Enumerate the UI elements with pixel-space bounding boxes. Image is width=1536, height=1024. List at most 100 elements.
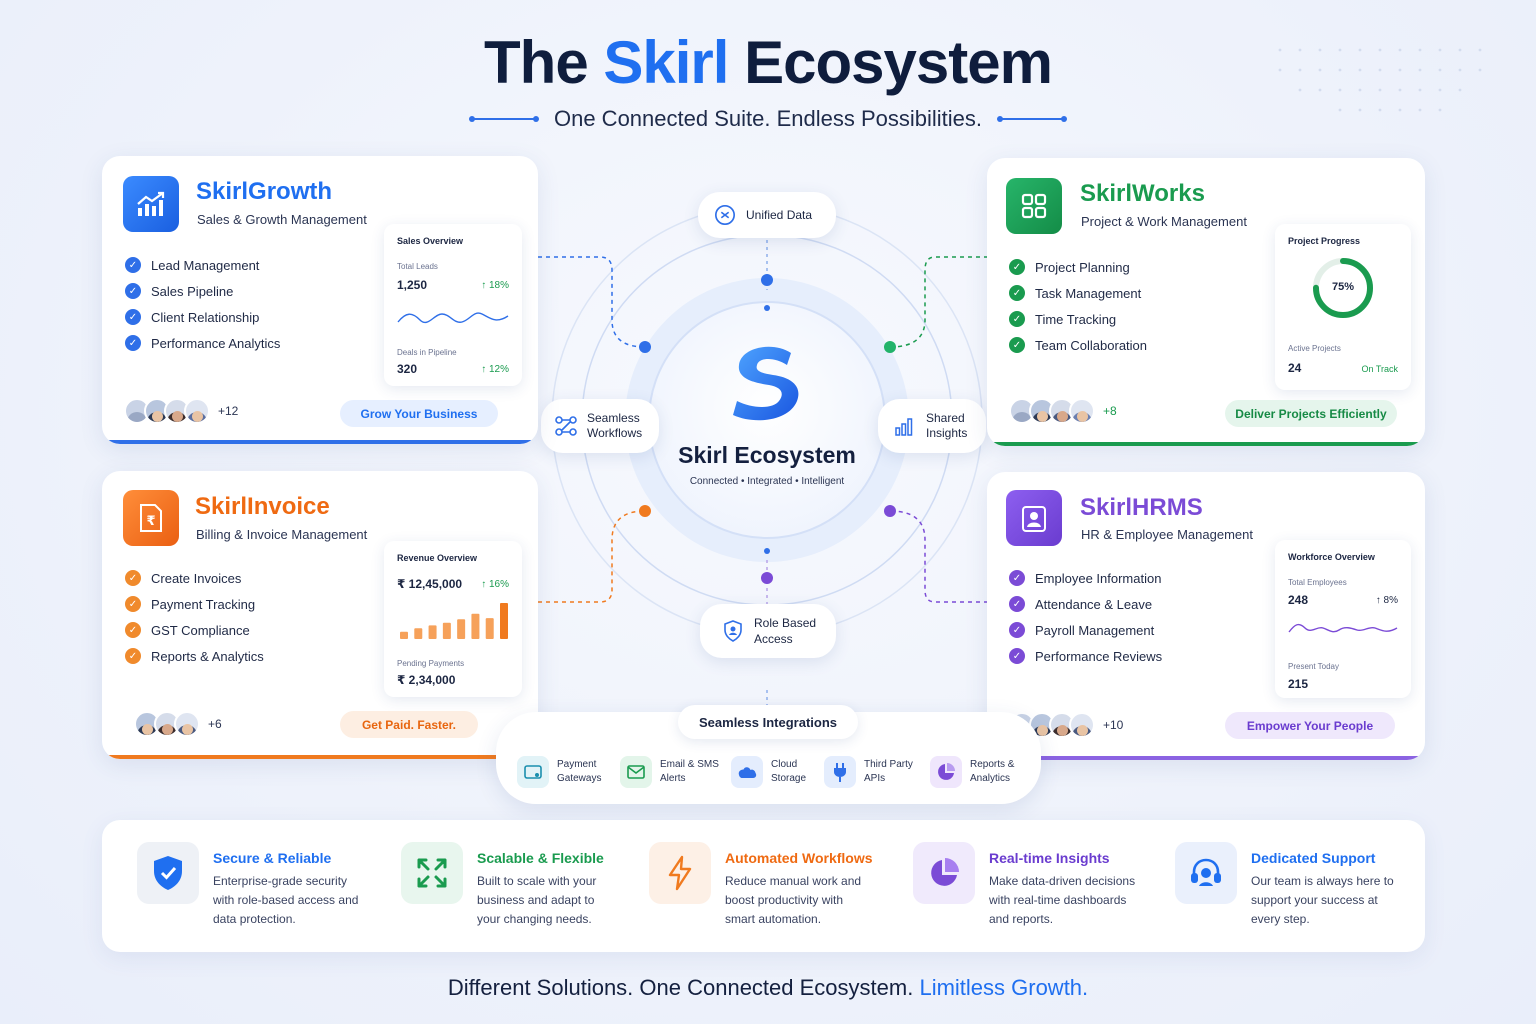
hub-title: Skirl Ecosystem <box>678 442 856 468</box>
card-title: SkirlWorks <box>1080 180 1205 207</box>
check-icon: ✓ <box>125 648 141 664</box>
team-avatars: +6 <box>134 711 222 737</box>
grid-apps-icon <box>1006 178 1062 234</box>
workforce-sparkline <box>1288 623 1398 633</box>
revenue-bar <box>400 631 408 639</box>
footer-tagline: Different Solutions. One Connected Ecosy… <box>447 975 1089 1000</box>
check-icon: ✓ <box>1009 570 1025 586</box>
list-item: ✓Project Planning <box>1009 254 1147 280</box>
unified-data-icon <box>712 202 738 228</box>
skirl-s-logo <box>733 346 799 421</box>
workforce-overview-widget: Workforce Overview Total Employees 248 ↑… <box>1275 540 1411 698</box>
card-title: SkirlInvoice <box>195 493 330 520</box>
card-title: SkirlGrowth <box>196 178 333 205</box>
employee-badge-icon <box>1006 490 1062 546</box>
pie-chart-icon <box>930 756 962 788</box>
sales-overview-widget: Sales Overview Total Leads 1,250 ↑ 18% D… <box>384 224 522 386</box>
svg-text:₹: ₹ <box>146 514 155 529</box>
check-icon: ✓ <box>125 622 141 638</box>
cta-empower-your-people[interactable]: Empower Your People <box>1225 712 1395 739</box>
hub-tagline: Connected • Integrated • Intelligent <box>689 476 845 487</box>
check-icon: ✓ <box>125 309 141 325</box>
card-subtitle: Billing & Invoice Management <box>196 527 368 542</box>
benefit-desc: Our team is always here to support your … <box>1251 874 1394 926</box>
subtitle-line-left <box>468 116 539 122</box>
card-skirlinvoice[interactable]: ₹ SkirlInvoice Billing & Invoice Managem… <box>102 471 538 759</box>
list-item: ✓Create Invoices <box>125 565 264 591</box>
card-subtitle: HR & Employee Management <box>1081 527 1253 542</box>
hub-circle <box>648 301 886 539</box>
list-item: ✓Employee Information <box>1009 565 1162 591</box>
revenue-bar <box>500 603 508 639</box>
list-item: ✓Client Relationship <box>125 304 280 330</box>
avatar <box>174 711 200 737</box>
payment-icon <box>517 756 549 788</box>
plug-icon <box>824 756 856 788</box>
list-item: ✓Performance Reviews <box>1009 643 1162 669</box>
feature-list: ✓Employee Information ✓Attendance & Leav… <box>1009 565 1162 669</box>
card-skirlgrowth[interactable]: SkirlGrowth Sales & Growth Management ✓L… <box>102 156 538 444</box>
node-unified-data[interactable]: Unified Data <box>698 192 836 238</box>
revenue-bar <box>457 619 466 639</box>
list-item: ✓Performance Analytics <box>125 330 280 356</box>
list-item: ✓Sales Pipeline <box>125 278 280 304</box>
feature-list: ✓Lead Management ✓Sales Pipeline ✓Client… <box>125 252 280 356</box>
page-subtitle: One Connected Suite. Endless Possibiliti… <box>553 106 982 131</box>
team-avatars: +8 <box>1009 398 1117 424</box>
list-item: ✓Time Tracking <box>1009 306 1147 332</box>
sales-sparkline <box>397 312 509 324</box>
revenue-bar-chart <box>400 603 508 639</box>
project-progress-widget: Project Progress 75% Active Projects 24 … <box>1275 224 1411 390</box>
page-title: The Skirl Ecosystem <box>484 29 1053 96</box>
integrations-title: Seamless Integrations <box>678 705 858 739</box>
mail-icon <box>620 756 652 788</box>
card-subtitle: Project & Work Management <box>1081 214 1247 229</box>
subtitle-line-right <box>997 116 1067 122</box>
list-item: ✓Task Management <box>1009 280 1147 306</box>
card-skirlhrms[interactable]: SkirlHRMS HR & Employee Management ✓Empl… <box>987 472 1425 760</box>
check-icon: ✓ <box>1009 337 1025 353</box>
benefit-title: Secure & Reliable <box>213 850 332 866</box>
connector-invoice <box>538 510 646 603</box>
list-item: ✓Payroll Management <box>1009 617 1162 643</box>
integration-reports-analytics[interactable]: Reports &Analytics <box>930 756 1014 788</box>
list-item: ✓GST Compliance <box>125 617 264 643</box>
benefit-desc: Make data-driven decisions with real-tim… <box>989 874 1136 926</box>
check-icon: ✓ <box>1009 285 1025 301</box>
avatar <box>1069 712 1095 738</box>
pie-chart-icon <box>913 842 975 904</box>
team-avatars: +12 <box>124 398 238 424</box>
revenue-bar <box>428 625 437 639</box>
list-item: ✓Reports & Analytics <box>125 643 264 669</box>
avatar <box>1069 398 1095 424</box>
cloud-icon <box>731 756 763 788</box>
feature-list: ✓Project Planning ✓Task Management ✓Time… <box>1009 254 1147 358</box>
connector-growth <box>538 256 646 348</box>
cta-grow-your-business[interactable]: Grow Your Business <box>340 400 498 427</box>
revenue-bar <box>414 628 423 639</box>
benefit-desc: Enterprise-grade security with role-base… <box>213 874 359 926</box>
check-icon: ✓ <box>125 596 141 612</box>
card-skirlworks[interactable]: SkirlWorks Project & Work Management ✓Pr… <box>987 158 1425 446</box>
shield-check-icon <box>137 842 199 904</box>
footer-accent: Limitless Growth. <box>919 975 1089 1000</box>
subtitle-row: One Connected Suite. Endless Possibiliti… <box>0 106 1536 132</box>
rupee-document-icon: ₹ <box>123 490 179 546</box>
check-icon: ✓ <box>1009 259 1025 275</box>
title-brand: Skirl <box>603 29 729 96</box>
check-icon: ✓ <box>1009 311 1025 327</box>
cta-get-paid-faster[interactable]: Get Paid. Faster. <box>340 711 478 738</box>
connector-hrms <box>889 510 988 603</box>
cta-deliver-projects[interactable]: Deliver Projects Efficiently <box>1225 400 1397 427</box>
